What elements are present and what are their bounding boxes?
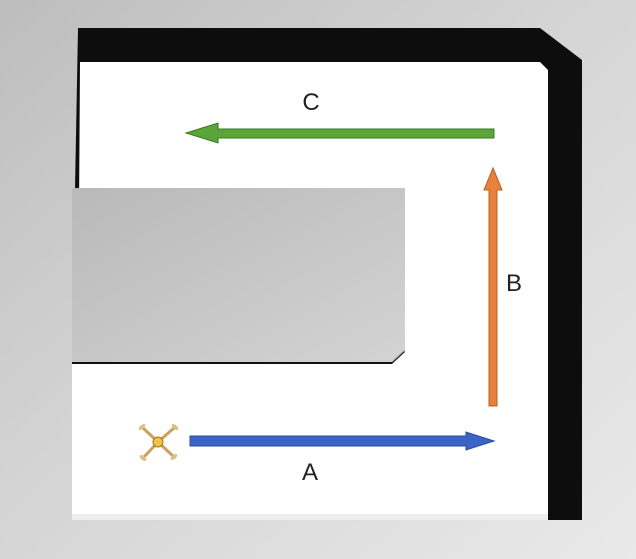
quadcopter-drone-icon (138, 424, 179, 461)
arrow-c-shape (184, 122, 495, 144)
arrow-a: A (189, 431, 496, 486)
arrow-b-label: B (506, 270, 522, 297)
arrow-c: C (184, 89, 495, 144)
floor-bottom-shade (72, 514, 548, 520)
arrow-c-label: C (302, 89, 319, 116)
arrow-b-shape (483, 166, 503, 407)
center-block (72, 188, 405, 362)
arrow-a-shape (189, 431, 496, 451)
arrow-a-label: A (302, 459, 318, 486)
arrow-b: B (483, 166, 522, 407)
center-block-edge (391, 349, 406, 363)
